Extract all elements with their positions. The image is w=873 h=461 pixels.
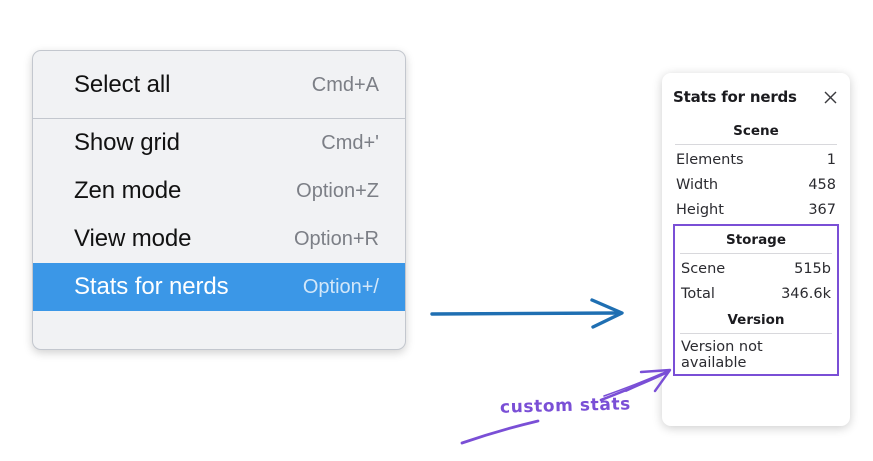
stats-row-scene: Scene 515b (678, 256, 834, 281)
stats-row-total: Total 346.6k (678, 281, 834, 306)
stats-for-nerds-panel: Stats for nerds Scene Elements 1 Width 4… (662, 73, 850, 426)
menu-item-shortcut: Option+R (293, 227, 379, 250)
section-rule (680, 253, 832, 254)
stats-row-value: 458 (808, 176, 836, 193)
section-rule (680, 333, 832, 334)
stats-row-label: Scene (681, 260, 726, 277)
stats-row-label: Total (681, 285, 715, 302)
stats-section-version: Version Version not available (678, 306, 834, 371)
stats-section-title: Version (727, 312, 785, 328)
context-menu[interactable]: Select all Cmd+A Show grid Cmd+' Zen mod… (32, 50, 406, 350)
stats-row-value: 1 (826, 151, 836, 168)
stats-panel-title: Stats for nerds (673, 88, 797, 106)
stats-row-label: Height (676, 201, 724, 218)
menu-item-select-all[interactable]: Select all Cmd+A (33, 61, 405, 109)
custom-stats-box: Storage Scene 515b Total 346.6k Version … (673, 224, 839, 376)
stats-section-storage: Storage Scene 515b Total 346.6k (678, 226, 834, 306)
stats-row-value: 346.6k (781, 285, 831, 302)
section-rule (675, 144, 837, 145)
menu-item-label: Zen mode (74, 177, 182, 204)
stats-row-value: 367 (808, 201, 836, 218)
stats-row-label: Elements (676, 151, 744, 168)
menu-item-label: Stats for nerds (74, 273, 229, 300)
stats-section-title: Storage (725, 232, 787, 248)
menu-divider (33, 118, 405, 119)
stats-row-elements: Elements 1 (673, 147, 839, 172)
stats-row-height: Height 367 (673, 197, 839, 222)
stats-panel-header: Stats for nerds (673, 73, 839, 117)
menu-item-label: Select all (74, 71, 171, 98)
blue-flow-arrow (430, 298, 624, 329)
menu-item-view-mode[interactable]: View mode Option+R (33, 215, 405, 263)
menu-item-shortcut: Cmd+A (311, 73, 379, 96)
stats-section-scene: Scene Elements 1 Width 458 Height 367 (673, 117, 839, 222)
custom-stats-annotation-label: custom stats (499, 394, 632, 418)
stats-row-label: Width (676, 176, 719, 193)
stats-section-title: Scene (733, 123, 779, 139)
menu-item-label: View mode (74, 225, 192, 252)
custom-stats-underline-stroke (460, 419, 540, 445)
menu-group-2: Show grid Cmd+' Zen mode Option+Z View m… (33, 119, 405, 328)
menu-group-1: Select all Cmd+A (33, 51, 405, 118)
menu-item-zen-mode[interactable]: Zen mode Option+Z (33, 167, 405, 215)
menu-item-stats-for-nerds[interactable]: Stats for nerds Option+/ (33, 263, 405, 311)
close-icon[interactable] (821, 88, 839, 106)
stats-row-value: 515b (794, 260, 831, 277)
menu-item-shortcut: Option+Z (296, 179, 379, 202)
menu-item-label: Show grid (74, 129, 180, 156)
menu-item-show-grid[interactable]: Show grid Cmd+' (33, 119, 405, 167)
version-status-text: Version not available (681, 339, 763, 371)
menu-item-shortcut: Cmd+' (321, 131, 379, 154)
stats-row-width: Width 458 (673, 172, 839, 197)
menu-item-shortcut: Option+/ (302, 275, 379, 298)
